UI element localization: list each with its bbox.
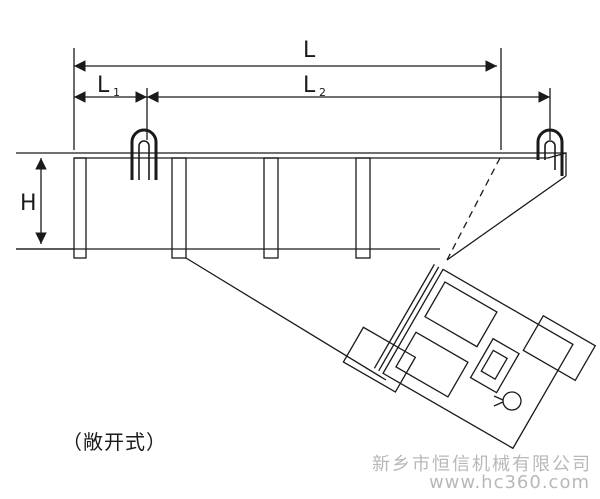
watermark-company: 新乡市恒信机械有限公司 bbox=[372, 454, 592, 475]
hanger-hook-right-inner bbox=[544, 140, 556, 170]
label-l1-subscript: 1 bbox=[113, 86, 120, 99]
motor-mount-plate bbox=[378, 266, 440, 372]
discharge-lip bbox=[547, 152, 567, 176]
support-post-2 bbox=[171, 157, 187, 259]
motor-pulley-circle bbox=[502, 391, 522, 411]
motor-core bbox=[469, 337, 520, 394]
motor-core-inner bbox=[480, 349, 509, 381]
motor-block-lower bbox=[395, 331, 469, 398]
label-l1: L bbox=[97, 73, 110, 98]
motor-cover-top bbox=[522, 314, 597, 382]
hanger-hook-left bbox=[130, 128, 158, 180]
watermark-site: www.hc360.com bbox=[428, 472, 590, 493]
diagram-caption: （敞开式） bbox=[62, 430, 167, 454]
label-l2: L bbox=[303, 73, 316, 98]
label-h: H bbox=[20, 191, 37, 216]
motor-block-upper bbox=[424, 281, 498, 348]
hanger-hook-right bbox=[536, 128, 564, 176]
support-post-1 bbox=[73, 157, 87, 259]
motor-pulley-link bbox=[493, 395, 504, 401]
trough-bottom-slope bbox=[185, 257, 387, 381]
motor-housing bbox=[382, 268, 574, 450]
hanger-hook-left-inner bbox=[138, 140, 150, 180]
label-l2-subscript: 2 bbox=[319, 86, 326, 99]
motor-pulley-link-2 bbox=[493, 401, 504, 407]
discharge-slope bbox=[446, 175, 567, 261]
vibration-motor bbox=[342, 264, 597, 450]
center-line-dashed bbox=[446, 157, 501, 261]
support-post-3 bbox=[263, 157, 279, 259]
support-post-4 bbox=[355, 157, 371, 259]
motor-mount-plate-2 bbox=[373, 264, 435, 369]
label-l: L bbox=[303, 38, 316, 63]
